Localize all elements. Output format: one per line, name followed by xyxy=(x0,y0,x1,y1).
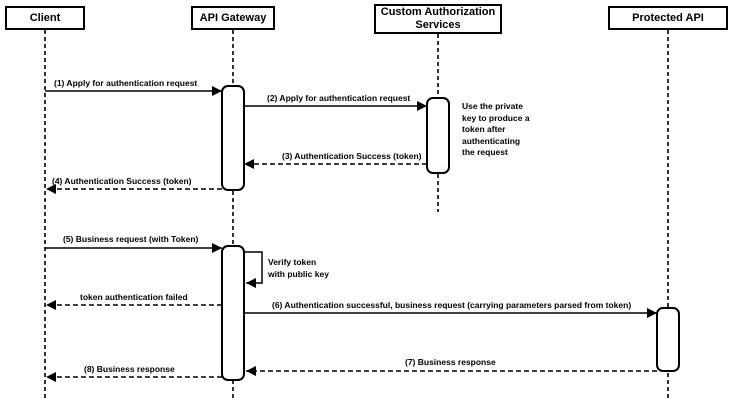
activation-api-gateway-business xyxy=(221,245,245,381)
activation-custom-authorization-services xyxy=(426,97,450,174)
message-label-self-verify-token: Verify token with public key xyxy=(268,257,329,279)
message-label-8: (8) Business response xyxy=(84,364,175,374)
participant-protected-api-label: Protected API xyxy=(632,11,704,24)
message-label-token-auth-failed: token authentication failed xyxy=(80,292,188,302)
activation-protected-api xyxy=(656,307,680,372)
message-label-6: (6) Authentication successful, business … xyxy=(272,300,632,310)
message-label-7: (7) Business response xyxy=(405,357,496,367)
message-label-5: (5) Business request (with Token) xyxy=(63,234,199,244)
participant-client-label: Client xyxy=(29,11,61,24)
arrow-msg-self-verify-token xyxy=(244,251,263,288)
message-label-1: (1) Apply for authentication request xyxy=(54,78,198,88)
participant-api-gateway: API Gateway xyxy=(191,6,275,30)
message-label-4: (4) Authentication Success (token) xyxy=(52,176,192,186)
participant-custom-authorization-services-label: Custom Authorization Services xyxy=(380,6,496,31)
message-label-2: (2) Apply for authentication request xyxy=(267,93,411,103)
note-private-key: Use the private key to produce a token a… xyxy=(462,101,530,157)
participant-custom-authorization-services: Custom Authorization Services xyxy=(374,4,502,34)
activation-api-gateway-auth xyxy=(221,85,245,191)
participant-client: Client xyxy=(5,6,85,30)
participant-api-gateway-label: API Gateway xyxy=(199,11,267,24)
participant-protected-api: Protected API xyxy=(608,6,728,30)
message-label-3: (3) Authentication Success (token) xyxy=(282,151,422,161)
